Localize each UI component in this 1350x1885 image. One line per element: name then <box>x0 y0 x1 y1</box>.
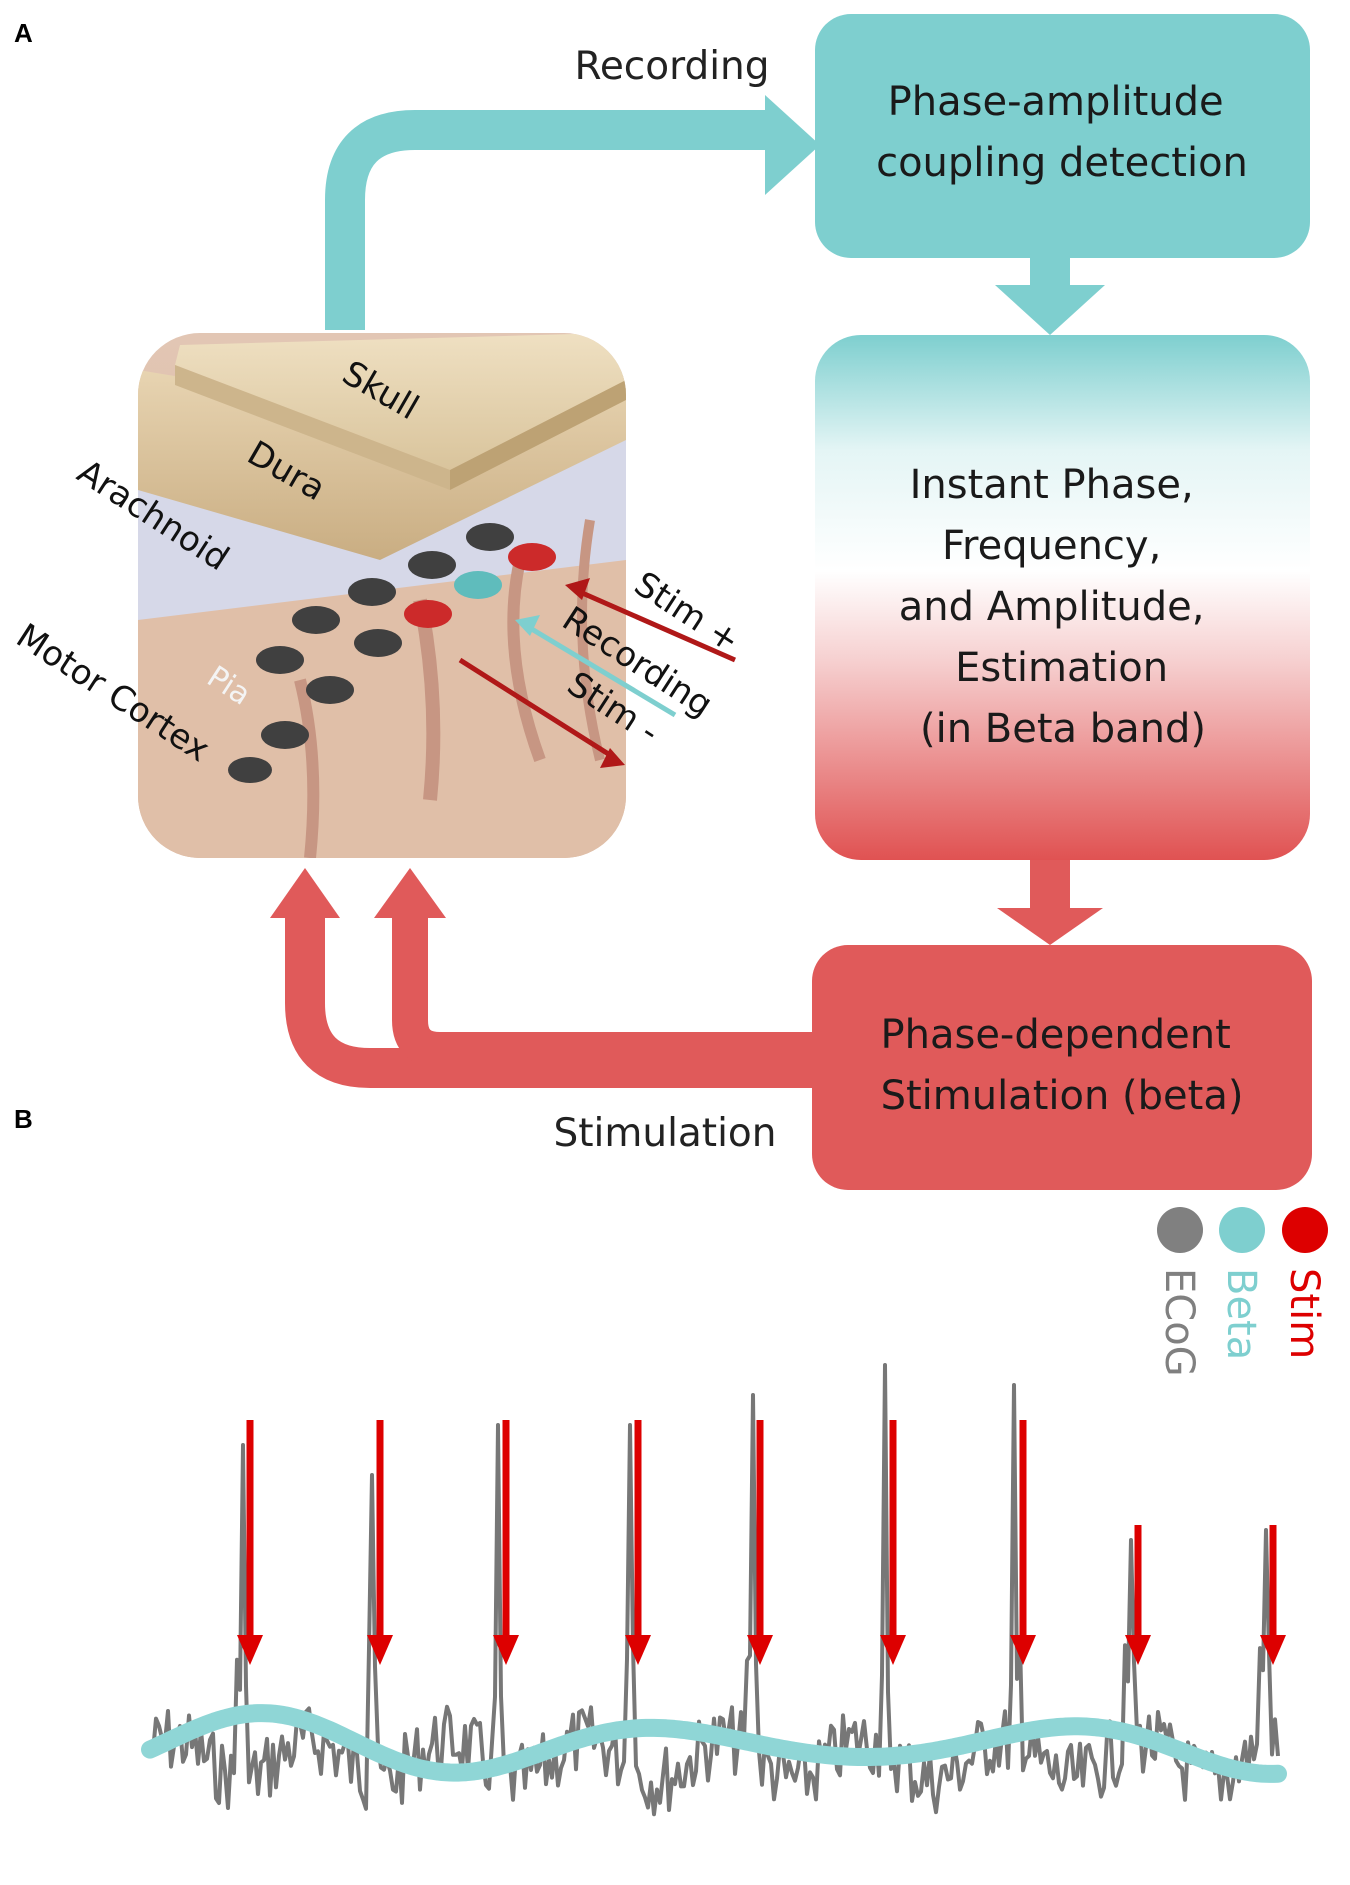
stim-minus-arrow <box>458 657 612 758</box>
pac-to-estimation-shaft <box>1030 258 1070 288</box>
estimation-to-stim-shaft <box>1030 860 1070 910</box>
signal-panel <box>141 1363 1287 1817</box>
stim-arrow-head <box>237 1635 263 1665</box>
stim-box-line-1: Phase-dependent <box>881 1012 1231 1058</box>
stim-arrow-head <box>625 1635 651 1665</box>
legend-beta-label: Beta <box>1218 1268 1264 1360</box>
recording-arrowhead <box>765 95 820 195</box>
stim-arrow-head <box>1260 1635 1286 1665</box>
estimation-box <box>815 335 1310 860</box>
electrode-grid <box>228 523 556 783</box>
recording-label: Recording <box>574 44 769 89</box>
stim-plus-arrow <box>578 589 737 663</box>
pac-line-1: Phase-amplitude <box>888 79 1224 125</box>
pac-to-estimation-arrowhead <box>995 285 1105 335</box>
recording-arrow <box>325 110 770 330</box>
stim-arrow-head <box>747 1635 773 1665</box>
stim-plus-arrowhead <box>565 578 590 600</box>
estimation-line-5: (in Beta band) <box>920 706 1206 752</box>
stimulation-arrow-inner <box>392 915 820 1068</box>
stim-box-line-2: Stimulation (beta) <box>881 1073 1244 1119</box>
estimation-line-1: Instant Phase, <box>910 462 1194 508</box>
legend: ECoG Beta Stim <box>1156 1207 1328 1377</box>
pac-detection-box <box>815 14 1310 258</box>
estimation-line-3: and Amplitude, <box>899 584 1205 630</box>
pac-detection-text: Phase-amplitude coupling detection <box>876 79 1248 186</box>
stim-arrows <box>237 1420 1286 1665</box>
panel-b-label: B <box>14 1104 33 1134</box>
estimation-line-4: Estimation <box>955 645 1168 691</box>
stimulation-arrowhead-outer <box>270 868 340 918</box>
legend-beta-dot <box>1219 1207 1265 1253</box>
stim-arrow-head <box>493 1635 519 1665</box>
stim-minus-arrowhead <box>600 748 625 768</box>
stimulation-box <box>812 945 1312 1190</box>
estimation-line-2: Frequency, <box>942 523 1161 569</box>
stim-arrow-head <box>880 1635 906 1665</box>
legend-ecog-dot <box>1157 1207 1203 1253</box>
stim-arrow-head <box>1125 1635 1151 1665</box>
legend-ecog-label: ECoG <box>1156 1268 1202 1377</box>
ecog-trace <box>148 1363 1280 1817</box>
stimulation-box-text: Phase-dependent Stimulation (beta) <box>881 1012 1244 1119</box>
stimulation-arrowhead-inner <box>374 868 446 918</box>
stimulation-arrow-outer <box>285 915 820 1088</box>
legend-stim-dot <box>1282 1207 1328 1253</box>
legend-stim-label: Stim <box>1281 1268 1327 1359</box>
stim-arrow-head <box>1010 1635 1036 1665</box>
recording-electrode-arrow <box>528 625 677 718</box>
beta-trace <box>141 1704 1287 1783</box>
stim-arrow-head <box>367 1635 393 1665</box>
recording-electrode-arrowhead <box>515 615 540 636</box>
stimulation-label: Stimulation <box>553 1111 776 1156</box>
panel-a-label: A <box>14 18 33 48</box>
estimation-text: Instant Phase, Frequency, and Amplitude,… <box>899 462 1217 752</box>
estimation-to-stim-arrowhead <box>997 908 1103 945</box>
pac-line-2: coupling detection <box>876 140 1248 186</box>
